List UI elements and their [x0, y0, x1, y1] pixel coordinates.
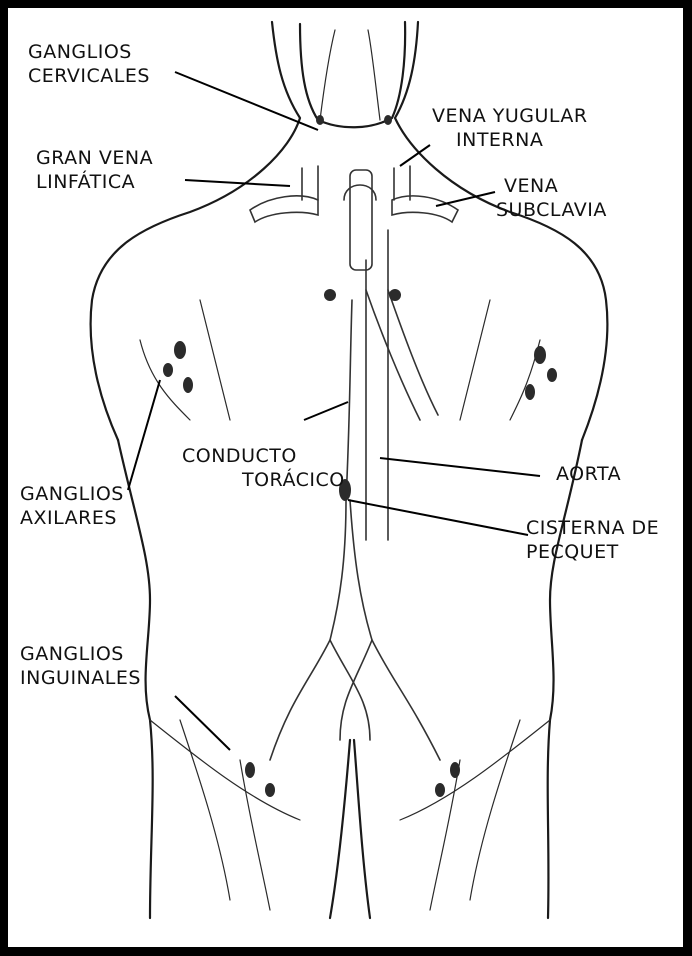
leader-ganglios-axilares	[128, 380, 160, 490]
label-ganglios-axilares-line2: AXILARES	[20, 506, 124, 530]
label-gran-vena-linfatica-line1: GRAN VENA	[36, 146, 153, 170]
label-vena-subclavia-line2: SUBCLAVIA	[496, 198, 607, 222]
leader-cisterna-de-pecquet	[348, 500, 528, 535]
label-conducto-toracico: CONDUCTO TORÁCICO	[182, 444, 345, 492]
label-cisterna-de-pecquet-line2: PECQUET	[526, 540, 659, 564]
leader-vena-subclavia	[436, 192, 495, 206]
leader-conducto-toracico	[304, 402, 348, 420]
label-vena-yugular-interna: VENA YUGULAR INTERNA	[432, 104, 588, 152]
label-vena-subclavia-line1: VENA	[496, 174, 607, 198]
label-ganglios-inguinales-line2: INGUINALES	[20, 666, 141, 690]
body-outline	[91, 22, 608, 918]
leader-ganglios-inguinales	[175, 696, 230, 750]
label-aorta: AORTA	[556, 462, 621, 486]
label-ganglios-cervicales-line2: CERVICALES	[28, 64, 150, 88]
label-vena-yugular-interna-line1: VENA YUGULAR	[432, 104, 588, 128]
label-ganglios-inguinales-line1: GANGLIOS	[20, 642, 141, 666]
label-vena-yugular-interna-line2: INTERNA	[432, 128, 588, 152]
label-cisterna-de-pecquet: CISTERNA DE PECQUET	[526, 516, 659, 564]
label-gran-vena-linfatica-line2: LINFÁTICA	[36, 170, 153, 194]
leader-gran-vena-linfatica	[185, 180, 290, 186]
label-conducto-toracico-line2: TORÁCICO	[182, 468, 345, 492]
label-ganglios-cervicales-line1: GANGLIOS	[28, 40, 150, 64]
label-conducto-toracico-line1: CONDUCTO	[182, 444, 345, 468]
leader-ganglios-cervicales	[175, 72, 318, 130]
leader-aorta	[380, 458, 540, 476]
label-vena-subclavia: VENA SUBCLAVIA	[496, 174, 607, 222]
label-ganglios-inguinales: GANGLIOS INGUINALES	[20, 642, 141, 690]
label-cisterna-de-pecquet-line1: CISTERNA DE	[526, 516, 659, 540]
label-gran-vena-linfatica: GRAN VENA LINFÁTICA	[36, 146, 153, 194]
label-ganglios-axilares-line1: GANGLIOS	[20, 482, 124, 506]
label-ganglios-axilares: GANGLIOS AXILARES	[20, 482, 124, 530]
label-ganglios-cervicales: GANGLIOS CERVICALES	[28, 40, 150, 88]
